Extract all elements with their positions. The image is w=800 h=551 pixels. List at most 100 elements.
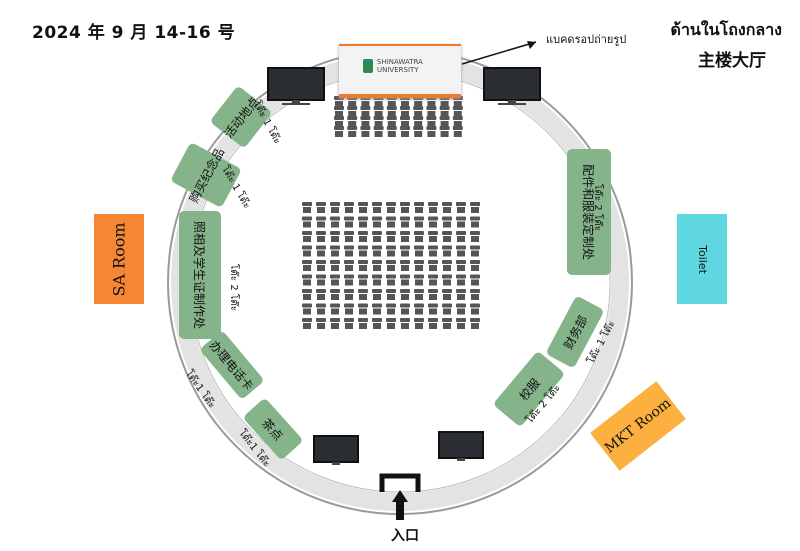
chair-icon (344, 245, 354, 257)
chair-icon (334, 116, 344, 127)
chair-icon (358, 260, 368, 271)
chair-icon (442, 303, 452, 315)
chair-icon (400, 303, 410, 315)
chair-icon (302, 274, 312, 286)
chair-icon (358, 216, 368, 228)
chair-icon (452, 116, 463, 127)
chair-icon (428, 274, 438, 286)
chair-icon (347, 126, 358, 137)
chair-icon (316, 289, 326, 300)
chair-icon (428, 216, 438, 228)
main-chair-block (302, 202, 480, 329)
chair-icon (330, 303, 340, 315)
photo-pointer-arrow (461, 41, 537, 65)
chair-icon (316, 260, 326, 271)
chair-icon (386, 106, 397, 117)
chair-icon (414, 318, 424, 329)
chair-icon (400, 245, 410, 257)
toilet: Toilet (677, 214, 727, 304)
chair-icon (414, 202, 424, 213)
chair-icon (302, 289, 312, 300)
chair-icon (400, 106, 410, 117)
university-logo: SHINAWATRA UNIVERSITY (363, 58, 423, 74)
chair-icon (452, 126, 463, 137)
tv-screen-bottom-right (438, 431, 484, 461)
chair-icon (372, 289, 382, 300)
chair-icon (316, 245, 326, 257)
chair-icon (372, 202, 382, 213)
chair-icon (456, 303, 466, 315)
chair-icon (360, 116, 371, 127)
chair-icon (344, 231, 354, 242)
chair-icon (470, 231, 480, 242)
chair-icon (442, 202, 452, 213)
chair-icon (456, 231, 466, 242)
chair-icon (414, 289, 424, 300)
chair-icon (426, 126, 437, 137)
chair-icon (452, 106, 463, 117)
chair-icon (330, 260, 340, 271)
chair-icon (372, 274, 382, 286)
photo-backdrop-label: แบคดรอปถ่ายรูป (546, 33, 627, 46)
chair-icon (347, 116, 358, 127)
chair-icon (316, 231, 326, 242)
chair-icon (426, 116, 437, 127)
chair-icon (470, 318, 480, 329)
chair-icon (386, 116, 397, 127)
chair-icon (302, 231, 312, 242)
chair-icon (316, 303, 326, 315)
chair-icon (414, 231, 424, 242)
chair-icon (386, 202, 396, 213)
chair-icon (439, 116, 450, 127)
chair-icon (400, 202, 410, 213)
chair-icon (316, 216, 326, 228)
chair-icon (414, 303, 424, 315)
hall-title-chinese: 主楼大厅 (698, 51, 766, 71)
chair-icon (439, 126, 450, 137)
chair-icon (344, 202, 354, 213)
chair-icon (344, 318, 354, 329)
chair-icon (400, 318, 410, 329)
chair-icon (372, 231, 382, 242)
chair-icon (344, 289, 354, 300)
chair-icon (344, 260, 354, 271)
tv-screen-top-left (267, 67, 325, 105)
chair-icon (456, 216, 466, 228)
chair-icon (442, 231, 452, 242)
chair-icon (400, 116, 410, 127)
chair-icon (386, 289, 396, 300)
chair-icon (428, 245, 438, 257)
chair-icon (373, 116, 384, 127)
chair-icon (428, 202, 438, 213)
chair-icon (470, 289, 480, 300)
chair-icon (360, 126, 371, 137)
chair-icon (426, 106, 437, 117)
chair-icon (344, 274, 354, 286)
chair-icon (316, 318, 326, 329)
booth-photo-id: 照相及学生证制作处 (179, 211, 221, 339)
chair-icon (358, 318, 368, 329)
chair-icon (330, 216, 340, 228)
chair-icon (358, 303, 368, 315)
chair-icon (302, 260, 312, 271)
chair-icon (400, 289, 410, 300)
chair-icon (470, 274, 480, 286)
tv-screen-bottom-left (313, 435, 359, 465)
chair-icon (358, 231, 368, 242)
chair-icon (316, 202, 326, 213)
chair-icon (400, 216, 410, 228)
chair-icon (442, 274, 452, 286)
chair-icon (456, 202, 466, 213)
chair-icon (400, 231, 410, 242)
chair-icon (386, 231, 396, 242)
entrance-door (379, 473, 421, 520)
chair-icon (470, 216, 480, 228)
chair-icon (372, 303, 382, 315)
chair-icon (442, 245, 452, 257)
chair-icon (442, 318, 452, 329)
chair-icon (347, 106, 358, 117)
chair-icon (414, 274, 424, 286)
chair-icon (442, 216, 452, 228)
chair-icon (373, 106, 384, 117)
chair-icon (400, 274, 410, 286)
